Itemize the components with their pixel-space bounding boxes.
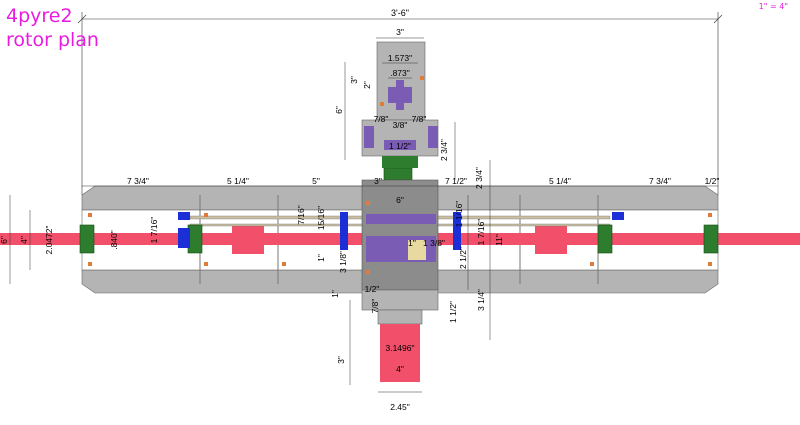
right-coupling — [535, 224, 567, 254]
dim-left-6: 6" — [0, 236, 9, 244]
dim-seg-right-outer: 7 3/4" — [649, 176, 671, 186]
dim-top-112: 1 1/2" — [389, 141, 411, 151]
dim-c-1: 1" — [316, 254, 326, 262]
dim-seg-left-outer: 7 3/4" — [127, 176, 149, 186]
dim-top-78b: 7/8" — [412, 114, 427, 124]
dim-left-20472: 2.0472" — [44, 225, 54, 254]
dim-bot-3: 3" — [336, 356, 346, 364]
dim-seg-center-small: 3" — [374, 176, 382, 186]
dim-c-212: 2 1/2" — [458, 247, 468, 269]
dim-bot-4: 4" — [396, 364, 404, 374]
dim-bot-31496: 3.1496" — [385, 343, 414, 353]
dim-seg-right-inner: 5 1/4" — [549, 176, 571, 186]
dim-c-1516: 15/16" — [316, 206, 326, 230]
dim-bot-12a: 1/2" — [365, 284, 380, 294]
dim-top-2: 2" — [362, 81, 372, 89]
dim-center-234: 2 3/4" — [474, 167, 484, 189]
dim-seg-right-center: 7 1/2" — [445, 176, 467, 186]
dim-bot-245: 2.45" — [390, 402, 410, 412]
bottom-motor — [361, 289, 439, 382]
top-spindle — [361, 41, 439, 168]
dim-top-234: 2 3/4" — [439, 139, 449, 161]
left-coupling — [232, 224, 264, 254]
orange-marks — [88, 76, 712, 274]
dim-bot-112: 1 1/2" — [448, 301, 458, 323]
drawing-title-line1: 4pyre2 — [6, 5, 73, 27]
dim-bot-1: 1" — [330, 290, 340, 298]
dim-c-1716: 1 7/16" — [476, 219, 486, 246]
dimension-lines — [9, 37, 718, 393]
dim-top-width: 3" — [396, 27, 404, 37]
dim-top-78a: 7/8" — [374, 114, 389, 124]
dim-top-1573: 1.573" — [388, 53, 412, 63]
dim-left-1716: 1 7/16" — [149, 217, 159, 244]
dim-c-7116: 7/16" — [296, 205, 306, 225]
dim-c-11: 11" — [494, 234, 504, 246]
central-hub — [361, 179, 439, 291]
dim-top-6: 6" — [334, 106, 344, 114]
dim-seg-right-end: 1/2" — [705, 176, 720, 186]
dim-c-138: 1 3/8" — [423, 238, 445, 248]
dim-c-1116: 1 1/16" — [454, 201, 464, 228]
overall-dimension — [77, 12, 723, 195]
drawing-title-line2: rotor plan — [6, 29, 99, 51]
dim-bot-314: 3 1/4" — [476, 289, 486, 311]
dim-left-840: .840" — [109, 230, 119, 250]
dim-seg-left-inner: 5 1/4" — [227, 176, 249, 186]
dim-top-873: .873" — [390, 68, 410, 78]
dim-overall-width: 3'-6" — [391, 8, 409, 18]
blue-bearings — [178, 212, 624, 250]
scale-note: 1" = 4" — [758, 2, 788, 11]
dim-bot-78: 7/8" — [370, 299, 380, 314]
dim-left-4: 4" — [19, 236, 29, 244]
dim-top-38: 3/8" — [393, 120, 408, 130]
dim-c-1in: 1" — [408, 238, 416, 248]
dim-center-6: 6" — [396, 195, 404, 205]
dim-c-318: 3 1/8" — [338, 251, 348, 273]
dim-top-3: 3" — [349, 76, 359, 84]
dim-seg-left-center: 5" — [312, 176, 320, 186]
